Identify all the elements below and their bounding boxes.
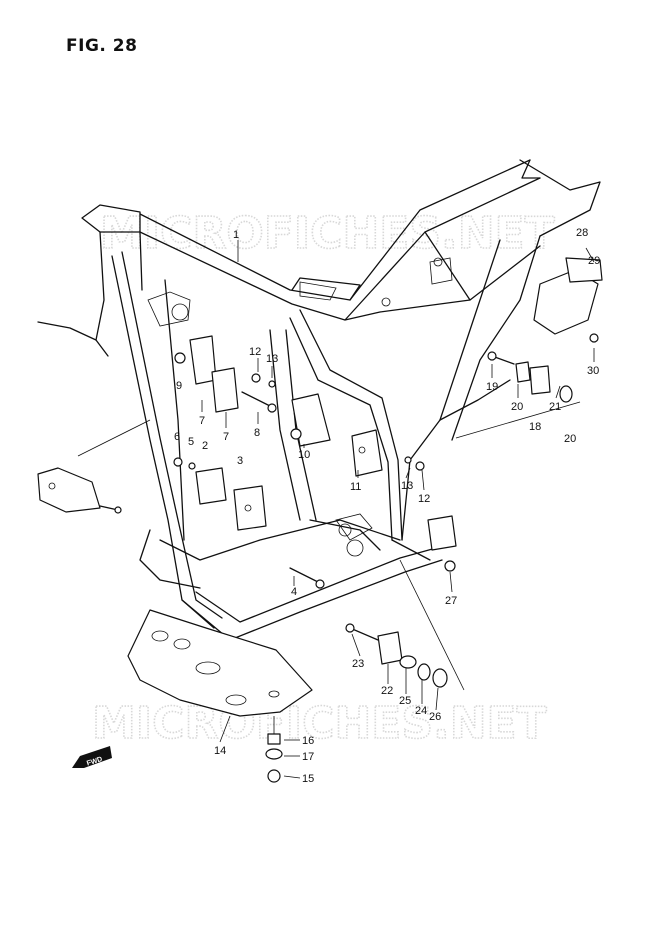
callout-labels: 1 28 29 12 13 9 30 19 7 7 8 20 21 20 18 … <box>174 227 600 785</box>
callout-label: 1 <box>233 229 239 241</box>
callout-label: 8 <box>254 427 260 439</box>
leader-lines <box>201 240 595 779</box>
callout-label: 13 <box>401 480 413 492</box>
callout-label: 23 <box>352 658 364 670</box>
callout-label: 3 <box>237 455 243 467</box>
callout-label: 25 <box>399 695 411 707</box>
callout-label: 21 <box>549 401 561 413</box>
callout-label: 18 <box>529 421 541 433</box>
callout-label: 19 <box>486 381 498 393</box>
callout-label: 11 <box>350 481 361 493</box>
callout-label: 17 <box>302 751 314 763</box>
callout-label: 7 <box>199 415 205 427</box>
callout-label: 7 <box>223 431 229 443</box>
callout-label: 24 <box>415 705 427 717</box>
callout-label: 2 <box>202 440 208 452</box>
callout-label: 5 <box>188 436 194 448</box>
frame-parts <box>37 257 603 783</box>
callout-label: 30 <box>587 365 599 377</box>
callout-label: 27 <box>445 595 457 607</box>
motorcycle-frame <box>37 159 601 641</box>
callout-label: 20 <box>564 433 576 445</box>
watermark-bottom: MICROFICHES.NET <box>92 698 547 749</box>
callout-label: 14 <box>214 745 226 757</box>
callout-label: 22 <box>381 685 393 697</box>
callout-label: 6 <box>174 431 180 443</box>
watermark-top: MICROFICHES.NET <box>100 208 555 259</box>
callout-label: 20 <box>511 401 523 413</box>
callout-label: 28 <box>576 227 588 239</box>
callout-label: 29 <box>588 255 600 267</box>
callout-label: 10 <box>298 449 310 461</box>
callout-label: 12 <box>249 346 261 358</box>
fwd-label: FWD <box>86 756 103 768</box>
callout-label: 15 <box>302 773 314 785</box>
callout-label: 4 <box>291 586 297 598</box>
callout-label: 9 <box>176 380 182 392</box>
forward-direction-badge: FWD <box>72 746 112 768</box>
figure-title: FIG. 28 <box>66 36 138 56</box>
callout-label: 12 <box>418 493 430 505</box>
callout-label: 26 <box>429 711 441 723</box>
callout-label: 16 <box>302 735 314 747</box>
callout-label: 13 <box>266 353 278 365</box>
